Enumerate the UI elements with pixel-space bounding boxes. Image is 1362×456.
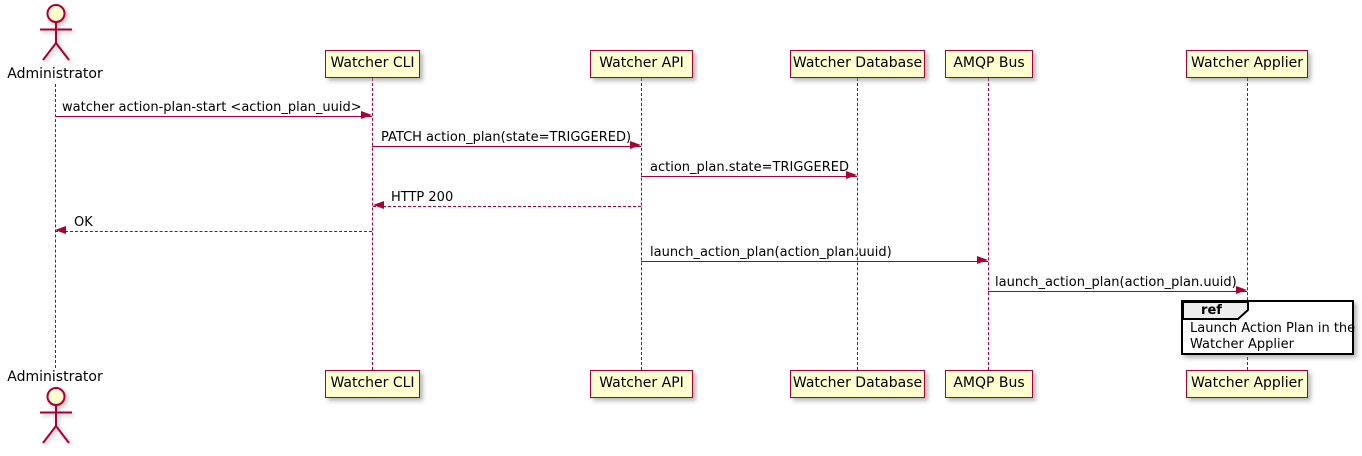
arrowhead-left-icon xyxy=(373,201,384,209)
arrowhead-right-icon xyxy=(977,256,988,264)
ref-body-line: Launch Action Plan in the xyxy=(1190,321,1356,336)
ref-tab-shape xyxy=(1182,301,1249,320)
lifeline-watcher-database xyxy=(857,78,858,370)
participant-watcher-database-bottom: Watcher Database xyxy=(790,370,925,398)
actor-icon xyxy=(33,386,79,446)
ref-body-text: Launch Action Plan in the Watcher Applie… xyxy=(1190,321,1355,353)
message-label-2: PATCH action_plan(state=TRIGGERED) xyxy=(381,130,632,145)
participant-amqp-bus-top: AMQP Bus xyxy=(945,50,1033,78)
message-label-1: watcher action-plan-start <action_plan_u… xyxy=(62,100,362,115)
ref-keyword: ref xyxy=(1201,303,1222,318)
message-label-7: launch_action_plan(action_plan.uuid) xyxy=(995,275,1237,290)
lifeline-watcher-applier xyxy=(1247,78,1248,370)
participant-label: Watcher Applier xyxy=(1191,55,1303,71)
participant-watcher-database-top: Watcher Database xyxy=(790,50,925,78)
actor-icon xyxy=(33,3,79,63)
participant-watcher-applier-top: Watcher Applier xyxy=(1186,50,1308,78)
message-label-3: action_plan.state=TRIGGERED xyxy=(650,160,849,175)
arrowhead-right-icon xyxy=(1236,286,1247,294)
message-arrow-4 xyxy=(373,201,641,209)
message-label-5: OK xyxy=(74,215,93,230)
lifeline-amqp-bus xyxy=(988,78,989,370)
lifeline-watcher-cli xyxy=(372,78,373,370)
message-arrow-2 xyxy=(372,141,641,149)
participant-label: Watcher CLI xyxy=(330,375,415,391)
participant-label: Watcher Applier xyxy=(1191,375,1303,391)
participant-label: Watcher CLI xyxy=(330,55,415,71)
arrowhead-right-icon xyxy=(846,171,857,179)
message-arrow-1 xyxy=(55,111,372,119)
actor-label-top: Administrator xyxy=(7,66,103,82)
participant-watcher-applier-bottom: Watcher Applier xyxy=(1186,370,1308,398)
participant-watcher-api-bottom: Watcher API xyxy=(590,370,693,398)
participant-label: Watcher API xyxy=(599,55,684,71)
participant-label: AMQP Bus xyxy=(953,55,1025,71)
message-arrow-5 xyxy=(55,226,372,234)
arrowhead-right-icon xyxy=(630,141,641,149)
participant-watcher-api-top: Watcher API xyxy=(590,50,693,78)
message-arrow-3 xyxy=(641,171,857,179)
participant-watcher-cli-bottom: Watcher CLI xyxy=(325,370,420,398)
participant-label: Watcher Database xyxy=(792,375,923,391)
arrowhead-right-icon xyxy=(361,111,372,119)
participant-watcher-cli-top: Watcher CLI xyxy=(325,50,420,78)
ref-body-line: Watcher Applier xyxy=(1190,337,1294,352)
participant-amqp-bus-bottom: AMQP Bus xyxy=(945,370,1033,398)
lifeline-watcher-api xyxy=(641,78,642,370)
message-arrow-7 xyxy=(988,286,1247,294)
message-label-4: HTTP 200 xyxy=(391,190,454,205)
participant-label: Watcher Database xyxy=(792,55,923,71)
ref-fragment: ref Launch Action Plan in the Watcher Ap… xyxy=(1181,300,1355,355)
message-label-6: launch_action_plan(action_plan.uuid) xyxy=(650,245,892,260)
message-arrow-6 xyxy=(641,256,988,264)
participant-label: Watcher API xyxy=(599,375,684,391)
arrowhead-left-icon xyxy=(55,226,66,234)
actor-label-bottom: Administrator xyxy=(7,369,103,385)
participant-label: AMQP Bus xyxy=(953,375,1025,391)
